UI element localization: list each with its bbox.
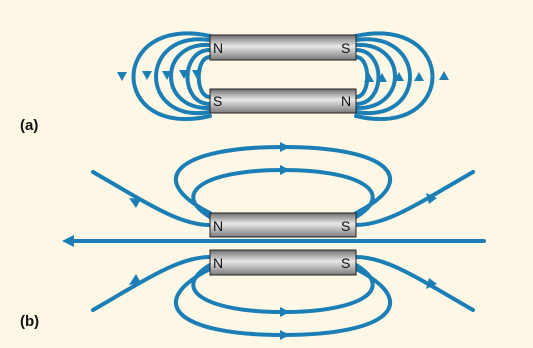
magnet-a-bottom	[209, 88, 357, 114]
arrow-a-left-2	[179, 70, 189, 79]
magnet-a-top-left-pole: N	[213, 40, 223, 56]
field-line-a-left-5	[131, 31, 212, 121]
magnet-b-top	[209, 212, 357, 238]
field-line-a-right-2	[354, 48, 381, 106]
arrow-b-bottom-outer	[280, 330, 290, 340]
magnet-a-bottom-left-pole: S	[213, 93, 222, 109]
arrow-a-right-2	[377, 73, 387, 82]
arrow-a-left-1	[192, 70, 202, 79]
arrow-a-left-4	[142, 71, 152, 80]
arrow-a-left-3	[162, 71, 172, 80]
magnet-b-bottom-right-pole: S	[341, 255, 350, 271]
arrow-a-right-3	[394, 72, 404, 81]
arrow-b-bottom-right	[426, 278, 437, 289]
field-line-a-left-3	[169, 42, 212, 111]
magnet-a-top	[209, 34, 357, 61]
panel-b-arrows	[62, 142, 437, 340]
field-line-b-top-left	[91, 170, 212, 227]
arrow-a-right-5	[439, 71, 449, 80]
panel-b-label: (b)	[20, 313, 40, 330]
field-line-a-right-3	[354, 42, 397, 111]
field-line-a-right-1	[354, 55, 370, 99]
arrow-b-axis	[62, 235, 74, 247]
magnet-b-top-left-pole: N	[213, 218, 223, 234]
field-line-b-bottom-left	[91, 255, 212, 312]
arrow-a-left-5	[117, 72, 127, 81]
panel-a-arrows	[117, 70, 449, 82]
magnet-a-top-right-pole: S	[341, 40, 350, 56]
arrow-b-top-outer	[280, 142, 290, 152]
field-line-a-left-1	[196, 55, 212, 99]
field-line-b-top-inner	[191, 167, 375, 219]
field-line-a-right-5	[354, 31, 435, 121]
arrow-b-top-inner	[280, 165, 290, 175]
arrow-a-right-1	[364, 73, 374, 82]
field-line-b-top-right	[354, 170, 475, 227]
arrow-b-bottom-inner	[280, 307, 290, 317]
field-line-a-left-4	[154, 37, 212, 116]
magnet-b-bottom-left-pole: N	[213, 255, 223, 271]
field-line-b-bottom-right	[354, 255, 475, 312]
magnet-b-top-right-pole: S	[341, 218, 350, 234]
arrow-b-top-left	[129, 198, 141, 208]
panel-b-field-lines	[70, 144, 486, 338]
field-line-a-left-2	[185, 48, 212, 106]
magnet-a-bottom-right-pole: N	[341, 93, 351, 109]
panel-a-magnets: N S S N	[209, 34, 357, 114]
field-line-a-right-4	[354, 37, 412, 116]
magnet-b-bottom	[209, 249, 357, 276]
arrow-b-top-right	[426, 193, 437, 204]
arrow-a-right-4	[414, 72, 424, 81]
panel-b-magnets: N S N S	[209, 212, 357, 276]
panel-a-label: (a)	[20, 117, 39, 134]
arrow-b-bottom-left	[129, 274, 141, 285]
